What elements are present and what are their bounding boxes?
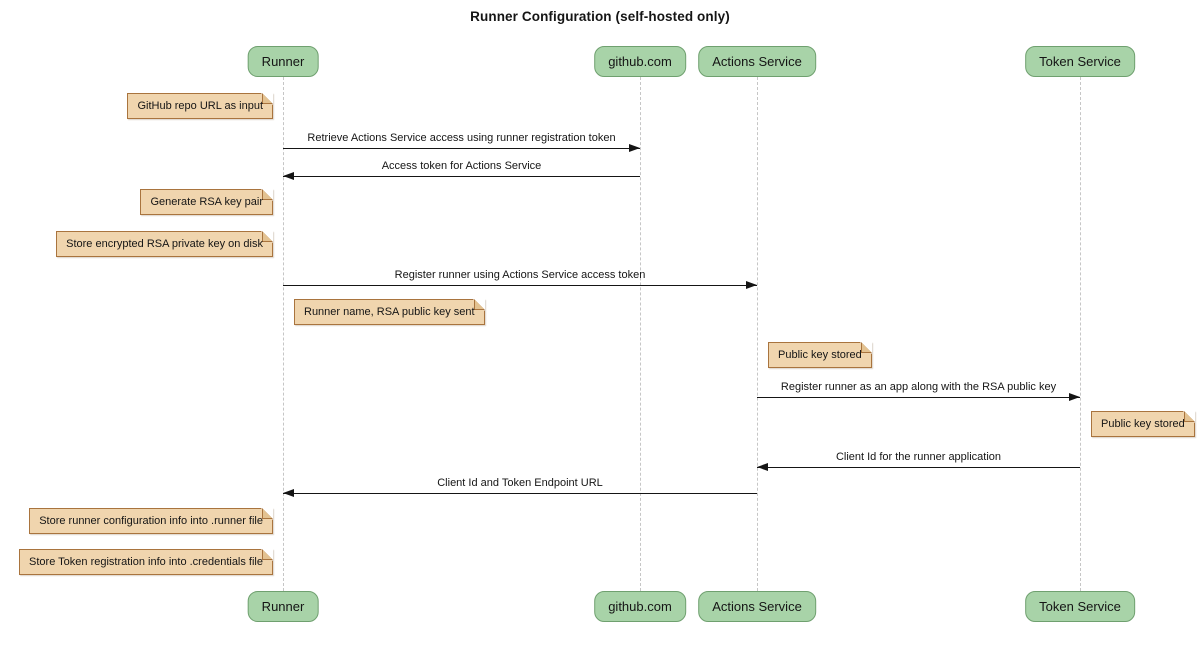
note: Store encrypted RSA private key on disk [56,231,273,257]
arrowhead-icon [746,281,757,289]
arrowhead-icon [283,172,294,180]
fold-corner-icon [263,232,272,241]
message-line [283,176,640,177]
lifeline-github [640,77,641,591]
note-text: Generate RSA key pair [150,196,263,208]
note: Store runner configuration info into .ru… [29,508,273,534]
participant-token-top: Token Service [1025,46,1135,77]
participant-runner-bottom: Runner [247,591,319,622]
diagram-title: Runner Configuration (self-hosted only) [470,9,730,24]
note: Public key stored [1091,411,1195,437]
fold-corner-icon [861,343,871,352]
message-label: Client Id for the runner application [835,451,1002,463]
message-line [283,285,757,286]
fold-corner-icon [263,509,272,518]
message-label: Register runner as an app along with the… [780,381,1057,393]
arrowhead-icon [1069,393,1080,401]
note-text: GitHub repo URL as input [137,100,263,112]
note-text: Store Token registration info into .cred… [29,556,263,568]
note: Generate RSA key pair [140,189,273,215]
fold-corner-icon [1184,412,1194,421]
arrowhead-icon [629,144,640,152]
note-text: Runner name, RSA public key sent [304,306,475,318]
note: Runner name, RSA public key sent [294,299,485,325]
participant-token-bottom: Token Service [1025,591,1135,622]
message-line [757,397,1080,398]
note-text: Public key stored [1101,418,1185,430]
message-line [283,148,640,149]
note-text: Store encrypted RSA private key on disk [66,238,263,250]
message-label: Access token for Actions Service [381,160,542,172]
lifeline-actions [757,77,758,591]
arrowhead-icon [757,463,768,471]
note: Public key stored [768,342,872,368]
lifeline-runner [283,77,284,591]
message-label: Client Id and Token Endpoint URL [437,477,603,489]
participant-actions-top: Actions Service [698,46,816,77]
fold-corner-icon [263,190,272,199]
message-line [283,493,757,494]
note: GitHub repo URL as input [127,93,273,119]
message-line [757,467,1080,468]
participant-runner-top: Runner [247,46,319,77]
fold-corner-icon [474,300,484,309]
participant-github-bottom: github.com [594,591,686,622]
message-label: Retrieve Actions Service access using ru… [307,132,616,144]
note-text: Store runner configuration info into .ru… [39,515,263,527]
note: Store Token registration info into .cred… [19,549,273,575]
fold-corner-icon [263,550,272,559]
lifeline-token [1080,77,1081,591]
message-label: Register runner using Actions Service ac… [394,269,646,281]
fold-corner-icon [263,94,272,103]
participant-github-top: github.com [594,46,686,77]
participant-actions-bottom: Actions Service [698,591,816,622]
note-text: Public key stored [778,349,862,361]
arrowhead-icon [283,489,294,497]
